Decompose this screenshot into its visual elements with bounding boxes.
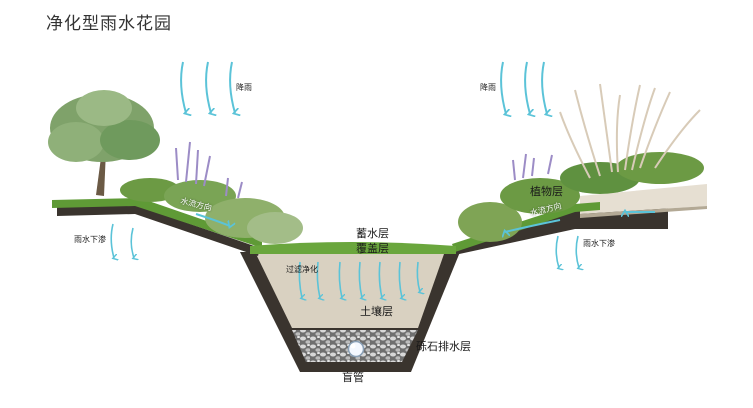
plant-layer-label: 植物层 bbox=[530, 185, 563, 198]
filtration-label: 过滤净化 bbox=[286, 265, 318, 274]
rain-arrows-right bbox=[500, 61, 547, 114]
blind-pipe bbox=[347, 340, 365, 358]
left-vegetation bbox=[120, 141, 303, 244]
surface-flow-arrow-right bbox=[505, 219, 561, 232]
basin-top-grass bbox=[250, 242, 456, 254]
surface-flow-arrow-left bbox=[195, 213, 230, 226]
left-grass bbox=[52, 198, 262, 248]
gravel-layer-label: 砾石排水层 bbox=[416, 340, 471, 353]
filtration-arrows bbox=[298, 261, 420, 298]
soil-layer-label: 土壤层 bbox=[360, 305, 393, 318]
left-ground bbox=[52, 198, 262, 256]
rain-label-right: 降雨 bbox=[480, 83, 496, 92]
infiltration-label-left: 雨水下渗 bbox=[74, 235, 106, 244]
tree-icon bbox=[48, 90, 160, 196]
right-soil-edge bbox=[445, 208, 668, 256]
basin-section bbox=[240, 252, 460, 372]
pipe-highlight bbox=[350, 343, 356, 349]
infiltration-arrows-left bbox=[110, 223, 134, 258]
infiltration-arrows-right bbox=[555, 235, 579, 268]
right-vegetation bbox=[458, 83, 704, 242]
rain-arrows-left bbox=[180, 61, 235, 113]
soil-layer bbox=[256, 254, 444, 328]
cover-layer-label: 覆盖层 bbox=[356, 242, 389, 255]
blind-pipe-label: 盲管 bbox=[342, 371, 364, 384]
infiltration-label-right: 雨水下渗 bbox=[583, 239, 615, 248]
right-paving bbox=[580, 184, 707, 214]
diagram-title: 净化型雨水花园 bbox=[46, 14, 172, 34]
rain-label-left: 降雨 bbox=[236, 83, 252, 92]
left-soil-edge bbox=[57, 205, 260, 256]
storage-layer-label: 蓄水层 bbox=[356, 227, 389, 240]
